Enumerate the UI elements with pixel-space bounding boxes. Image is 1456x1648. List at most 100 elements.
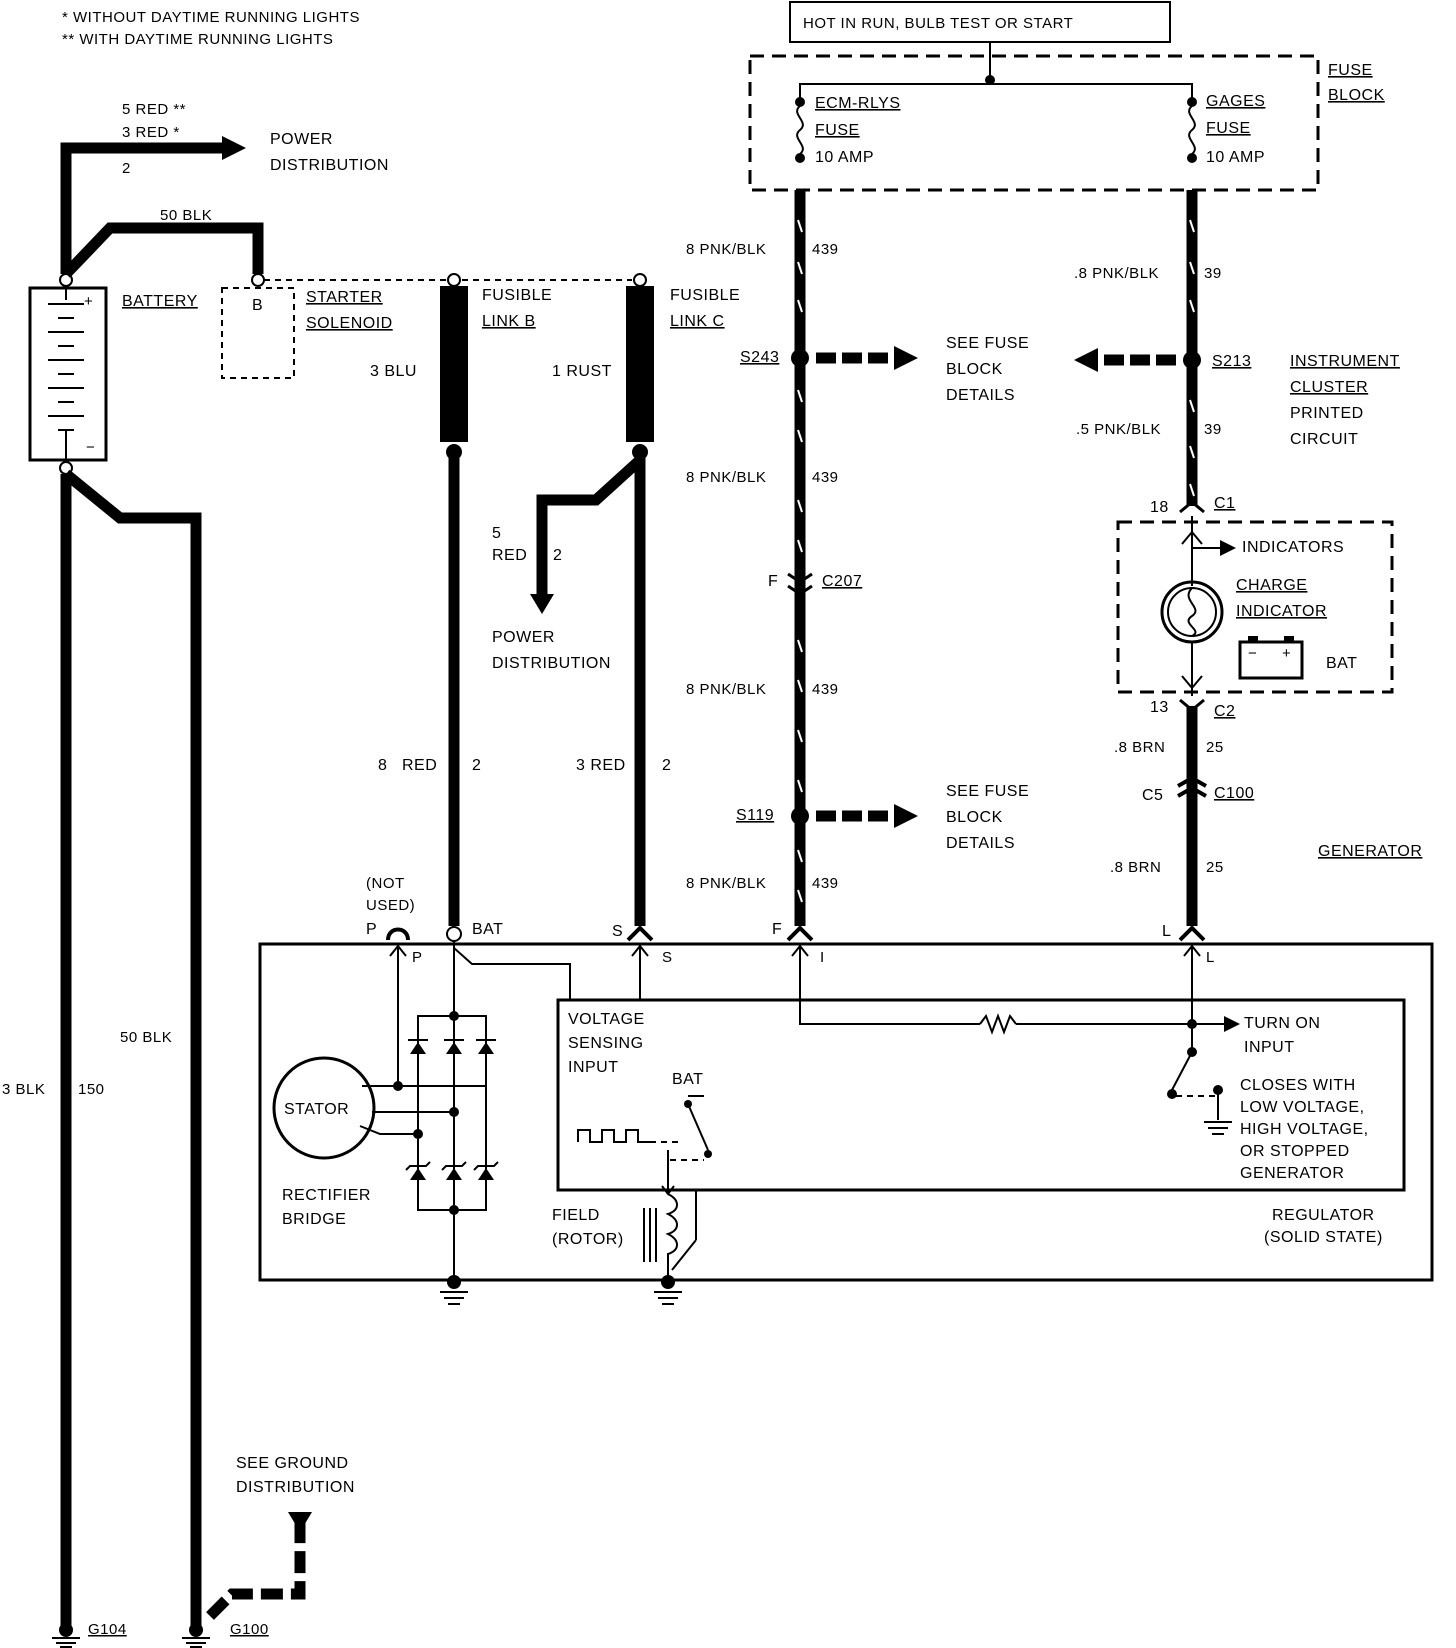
header-box: [789, 1, 1171, 43]
rectifier-ground-icon: [440, 1291, 468, 1305]
term-l: L: [1162, 923, 1171, 940]
starter-box: [221, 287, 295, 379]
wire-5-red: [536, 455, 644, 596]
ecm-w2-right: 439: [812, 469, 839, 486]
fusible-c-node: [633, 273, 647, 287]
see-fuse-2-l1: SEE FUSE: [946, 783, 1029, 800]
closes-3: HIGH VOLTAGE,: [1240, 1121, 1369, 1138]
ecm-w4-right: 439: [812, 875, 839, 892]
blk-50-label: 50 BLK: [120, 1029, 172, 1046]
wire-power-dist-top: [60, 142, 225, 274]
term-p-socket: [386, 927, 410, 941]
power-dist-mid-gauge: 5: [492, 525, 501, 542]
rectifier-2: BRIDGE: [282, 1211, 346, 1228]
splice-s119: [791, 807, 809, 825]
ecm-fuse-bottom: [795, 153, 805, 163]
connector-c1: [1179, 500, 1205, 514]
starter-label-1: STARTER: [306, 289, 383, 306]
arrow-ground-dist: [288, 1512, 312, 1532]
battery-minus: −: [86, 439, 95, 456]
c207-pin: F: [768, 573, 778, 590]
splice-s213: [1183, 351, 1201, 369]
c2-pin: 13: [1150, 699, 1169, 716]
gages-w3-left: .8 BRN: [1114, 739, 1165, 756]
ecm-w1-left: 8 PNK/BLK: [686, 241, 766, 258]
gages-fuse-label-1: GAGES: [1206, 93, 1265, 110]
fusible-b-node: [447, 273, 461, 287]
rectifier-1: RECTIFIER: [282, 1187, 371, 1204]
fusible-b-label-2: LINK B: [482, 313, 536, 330]
see-ground-1: SEE GROUND: [236, 1455, 349, 1472]
c1-label: C1: [1214, 495, 1235, 512]
closes-4: OR STOPPED: [1240, 1143, 1350, 1160]
gages-fuse-top: [1187, 97, 1197, 107]
see-fuse-1-l2: BLOCK: [946, 361, 1003, 378]
fusible-b-link: [440, 286, 468, 442]
arrow-power-dist-mid: [530, 594, 554, 614]
arrow-s119: [894, 804, 918, 828]
ecm-fuse-label-3: 10 AMP: [815, 149, 874, 166]
field-2: (ROTOR): [552, 1231, 624, 1248]
power-dist-mid-color: RED: [492, 547, 527, 564]
stator: [272, 1056, 376, 1160]
splice-s243-label: S243: [740, 349, 779, 366]
wire-39-stripes: [1189, 219, 1195, 497]
arrow-s213: [1074, 348, 1098, 372]
ecm-fuse-element: [796, 105, 804, 155]
cluster-indicators: INDICATORS: [1242, 539, 1344, 556]
power-dist-top-label-2: DISTRIBUTION: [270, 157, 389, 174]
ecm-w3-left: 8 PNK/BLK: [686, 681, 766, 698]
regulator-label-1: REGULATOR: [1272, 1207, 1375, 1224]
rectifier-bridge: [405, 1011, 499, 1215]
field-ground-icon: [654, 1291, 682, 1305]
gages-fuse-label-3: 10 AMP: [1206, 149, 1265, 166]
stator-label: STATOR: [284, 1101, 349, 1118]
power-dist-top-wire-a: 5 RED **: [122, 101, 186, 118]
svg-text:−: −: [1248, 645, 1257, 662]
red-8-circuit: 2: [472, 757, 481, 774]
gages-w4-left: .8 BRN: [1110, 859, 1161, 876]
gages-w2-left: .5 PNK/BLK: [1076, 421, 1161, 438]
resistor: [979, 1013, 1017, 1035]
red-3-circuit: 2: [662, 757, 671, 774]
cluster-box: [1116, 520, 1394, 694]
lamp-switch: [1171, 1051, 1193, 1091]
ecm-fuse-top: [795, 97, 805, 107]
connector-c100-top: [1177, 775, 1207, 788]
starter-label-2: SOLENOID: [306, 315, 393, 332]
fusible-c-label-1: FUSIBLE: [670, 287, 740, 304]
closes-2: LOW VOLTAGE,: [1240, 1099, 1365, 1116]
arrow-turn-on: [1224, 1016, 1240, 1032]
term-bat: BAT: [472, 921, 503, 938]
ecm-fuse-label-2: FUSE: [815, 122, 860, 139]
term-s: S: [612, 923, 623, 940]
header-box-text: HOT IN RUN, BULB TEST OR START: [803, 15, 1073, 32]
not-used-2: USED): [366, 897, 415, 914]
red-3-label: 3 RED: [576, 757, 626, 774]
regulator-box: [556, 998, 1406, 1192]
term-s-in: S: [662, 949, 673, 966]
term-l-in: L: [1206, 949, 1215, 966]
see-fuse-1-l1: SEE FUSE: [946, 335, 1029, 352]
power-dist-top-label-1: POWER: [270, 131, 333, 148]
term-l-socket: [1178, 925, 1206, 942]
gages-w4-right: 25: [1206, 859, 1224, 876]
pulse-signal: [577, 1129, 650, 1143]
power-dist-top-wire-b: 3 RED *: [122, 124, 180, 141]
gages-fuse-element: [1188, 105, 1196, 155]
cluster-battery-icon: [1238, 640, 1304, 680]
arrow-power-dist-top: [222, 136, 246, 160]
starter-terminal: [251, 273, 265, 287]
instrument-cluster-l1: INSTRUMENT: [1290, 353, 1400, 370]
generator-label: GENERATOR: [1318, 843, 1422, 860]
ecm-w1-right: 439: [812, 241, 839, 258]
fusible-c-label-2: LINK C: [670, 313, 725, 330]
splice-s119-label: S119: [736, 807, 774, 824]
note-with-drl: ** WITH DAYTIME RUNNING LIGHTS: [62, 31, 333, 48]
instrument-cluster-l3: PRINTED: [1290, 405, 1364, 422]
term-f: F: [772, 921, 782, 938]
g100-ground-icon: [182, 1637, 210, 1648]
turn-on-1: TURN ON: [1244, 1015, 1320, 1032]
vsi-2: SENSING: [568, 1035, 644, 1052]
ecm-w3-right: 439: [812, 681, 839, 698]
